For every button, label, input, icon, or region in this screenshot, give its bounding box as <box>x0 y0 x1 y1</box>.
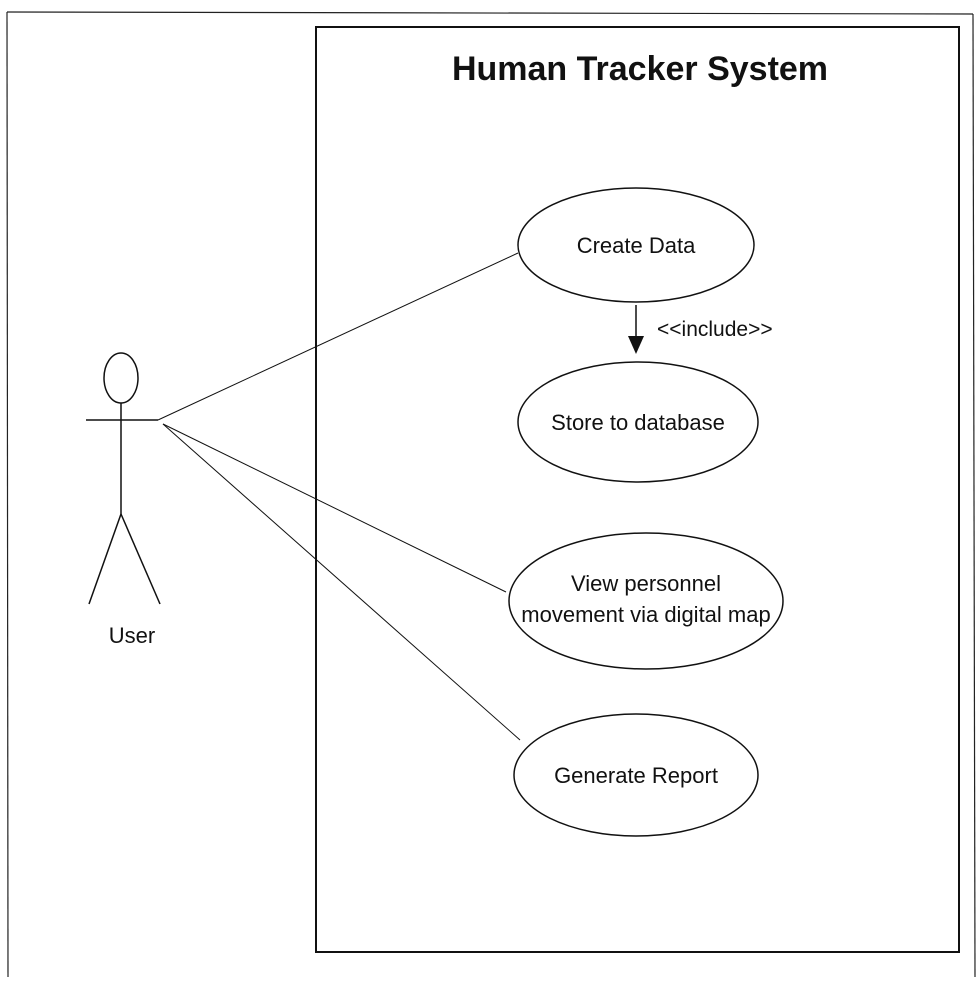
include-arrowhead <box>628 336 644 354</box>
actor-head <box>103 352 139 404</box>
use-case-create-data-label: Create Data <box>577 233 696 258</box>
associations <box>157 252 521 741</box>
actor-user <box>86 352 161 605</box>
actor-label: User <box>109 623 155 648</box>
use-case-store-to-database-label: Store to database <box>551 410 725 435</box>
actor-right-leg <box>120 513 161 605</box>
use-case-generate-report <box>513 713 759 837</box>
include-label: <<include>> <box>657 318 773 341</box>
association-view-movement <box>162 423 507 593</box>
use-case-view-movement-label-line2: movement via digital map <box>521 602 770 627</box>
association-generate-report <box>162 423 521 741</box>
actor-left-leg <box>88 513 122 605</box>
system-title: Human Tracker System <box>452 50 828 88</box>
system-boundary <box>315 26 960 953</box>
use-case-generate-report-label: Generate Report <box>554 763 718 788</box>
use-case-view-movement-label-line1: View personnel <box>571 571 721 596</box>
use-case-create-data <box>517 187 755 303</box>
use-case-view-movement <box>508 532 784 670</box>
association-create-data <box>157 252 519 421</box>
outer-frame <box>6 11 976 978</box>
use-case-store-to-database <box>517 361 759 483</box>
